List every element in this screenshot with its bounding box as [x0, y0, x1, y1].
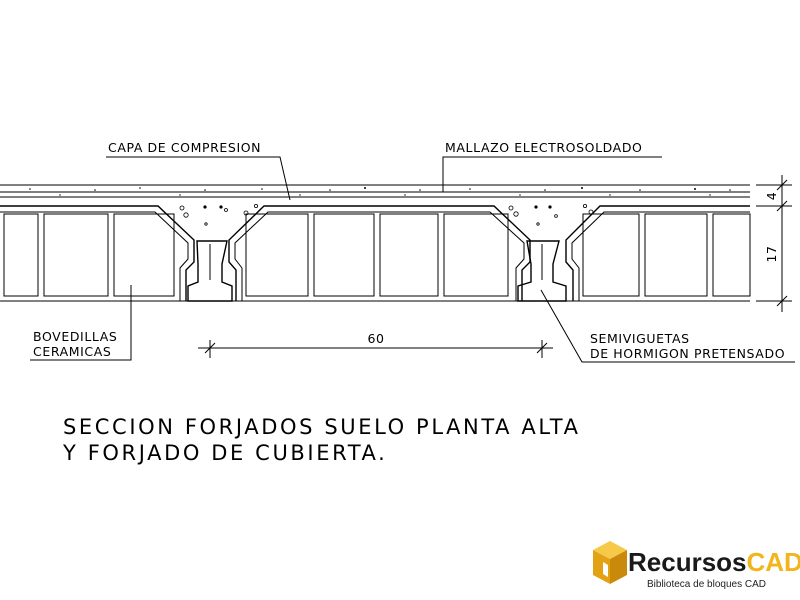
compression-layer	[0, 184, 750, 302]
dimension-vertical: 4 17	[756, 175, 792, 312]
recursoscad-logo: RecursosCAD Biblioteca de bloques CAD	[593, 541, 800, 590]
prestressed-joist-2	[517, 240, 567, 302]
label-capa-compresion: CAPA DE COMPRESION	[106, 140, 291, 201]
logo-wordmark: RecursosCAD	[628, 547, 800, 577]
topping-dimension-text: 4	[764, 192, 779, 201]
mallazo-text: MALLAZO ELECTROSOLDADO	[445, 140, 642, 155]
bovedillas-text-2: CERAMICAS	[33, 344, 111, 359]
concrete-hatch	[29, 187, 731, 196]
prestressed-joist-1	[187, 240, 233, 302]
ceramic-blocks	[0, 205, 751, 301]
capa-compresion-text: CAPA DE COMPRESION	[108, 140, 261, 155]
block-dimension-text: 17	[764, 245, 779, 262]
drawing-title: SECCION FORJADOS SUELO PLANTA ALTA Y FOR…	[62, 415, 581, 465]
label-semiviguetas: SEMIVIGUETAS DE HORMIGON PRETENSADO	[540, 289, 795, 363]
logo-tagline: Biblioteca de bloques CAD	[647, 579, 766, 590]
bovedillas-text-1: BOVEDILLAS	[33, 329, 117, 344]
semiviguetas-text-2: DE HORMIGON PRETENSADO	[590, 346, 785, 361]
logo-word-a: Recursos	[628, 547, 747, 577]
title-line-1: SECCION FORJADOS SUELO PLANTA ALTA	[63, 415, 581, 439]
cube-icon	[593, 541, 627, 584]
label-bovedillas: BOVEDILLAS CERAMICAS	[30, 285, 132, 361]
spacing-dimension-text: 60	[367, 331, 384, 346]
logo-word-b: CAD	[747, 547, 800, 577]
title-line-2: Y FORJADO DE CUBIERTA.	[62, 441, 387, 465]
semiviguetas-text-1: SEMIVIGUETAS	[590, 331, 690, 346]
dimension-spacing: 60	[198, 331, 553, 358]
label-mallazo: MALLAZO ELECTROSOLDADO	[442, 140, 662, 192]
joist-concrete-fill	[179, 203, 594, 226]
mesh-bars	[203, 205, 552, 209]
